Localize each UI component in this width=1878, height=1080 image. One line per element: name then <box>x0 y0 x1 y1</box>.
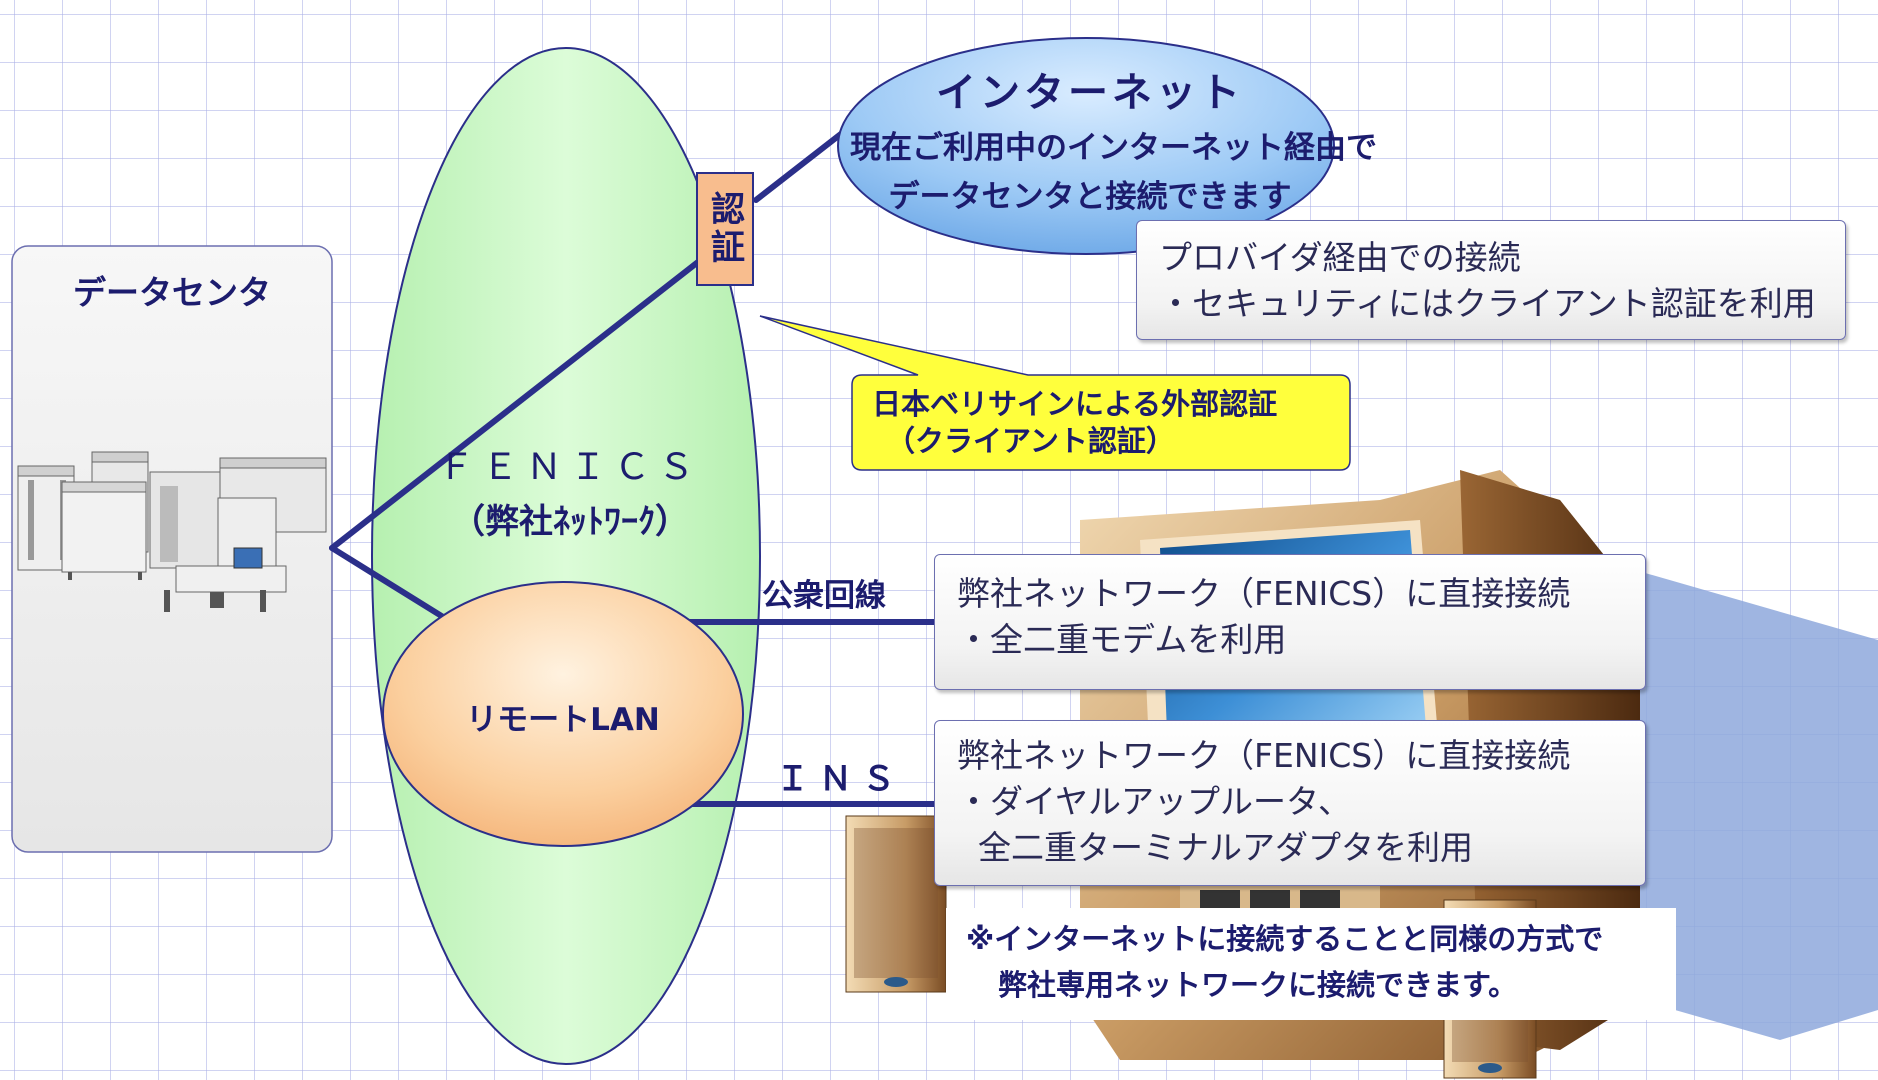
auth-label: 認証 <box>704 191 745 267</box>
remote-lan-ellipse <box>382 581 744 847</box>
internet-title: インターネット <box>936 70 1244 116</box>
internet-line-2: データセンタと接続できます <box>888 179 1292 215</box>
ins-line-3: 全二重ターミナルアダプタを利用 <box>957 828 1473 867</box>
internet-ellipse <box>837 37 1335 255</box>
verisign-callout-shape <box>759 315 1351 471</box>
provider-box: プロバイダ経由での接続 ・セキュリティにはクライアント認証を利用 <box>1136 220 1846 340</box>
callout-line-2: （クライアント認証） <box>886 424 1175 458</box>
line-datacenter-to-auth <box>329 259 701 551</box>
mainframe-icon <box>17 451 327 612</box>
ins-line-1: 弊社ネットワーク（FENICS）に直接接続 <box>957 736 1571 775</box>
note-line-2: 弊社専用ネットワークに接続できます。 <box>998 968 1518 1002</box>
ins-box: 弊社ネットワーク（FENICS）に直接接続 ・ダイヤルアップルータ、 全二重ター… <box>934 720 1646 886</box>
provider-line-1: プロバイダ経由での接続 <box>1159 238 1521 277</box>
ins-line-label: ＩＮＳ <box>776 759 905 798</box>
fenics-title: ＦＥＮＩＣＳ <box>437 447 702 488</box>
fenics-subtitle: （弊社ﾈｯﾄﾜｰｸ） <box>451 502 689 542</box>
line-auth-to-internet <box>753 127 849 203</box>
modem-line-2: ・全二重モデムを利用 <box>957 620 1287 659</box>
auth-box: 認証 <box>696 172 754 286</box>
callout-line-1: 日本ベリサインによる外部認証 <box>872 387 1278 421</box>
public-line-label: 公衆回線 <box>762 578 886 614</box>
internet-text: インターネット 現在ご利用中のインターネット経由で データセンタと接続できます <box>850 60 1377 216</box>
internet-line-1: 現在ご利用中のインターネット経由で <box>850 130 1377 166</box>
left-speaker-icon <box>845 815 947 993</box>
fenics-label: ＦＥＮＩＣＳ （弊社ﾈｯﾄﾜｰｸ） <box>400 438 740 543</box>
note-line-1: ※インターネットに接続することと同様の方式で <box>966 922 1604 956</box>
note-box: ※インターネットに接続することと同様の方式で 弊社専用ネットワークに接続できます… <box>946 908 1676 1020</box>
ins-line-2: ・ダイヤルアップルータ、 <box>957 782 1352 821</box>
remote-lan-label: リモートLAN <box>466 702 660 738</box>
provider-line-2: ・セキュリティにはクライアント認証を利用 <box>1159 284 1816 323</box>
verisign-callout-text: 日本ベリサインによる外部認証 （クライアント認証） <box>872 386 1342 460</box>
datacenter-label: データセンタ <box>73 273 271 312</box>
modem-box: 弊社ネットワーク（FENICS）に直接接続 ・全二重モデムを利用 <box>934 554 1646 690</box>
modem-line-1: 弊社ネットワーク（FENICS）に直接接続 <box>957 574 1571 613</box>
line-datacenter-to-lan <box>329 545 451 623</box>
